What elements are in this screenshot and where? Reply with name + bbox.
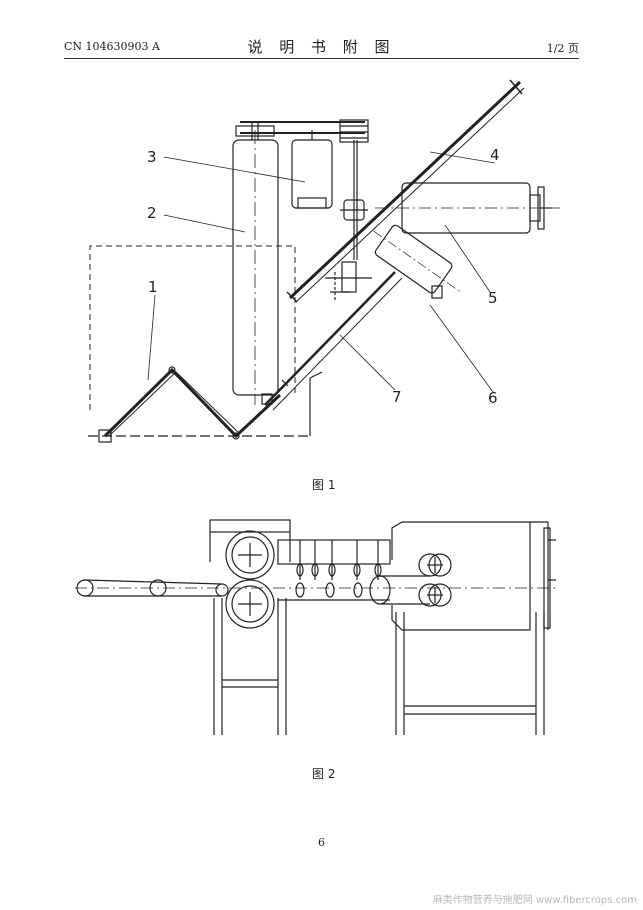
label-2: 2 <box>147 204 157 222</box>
part-6-tilted-cylinder <box>373 224 460 294</box>
label-3: 3 <box>147 148 157 166</box>
upper-roller <box>225 530 275 580</box>
part-4-diagonal-rail <box>286 79 525 303</box>
conveyor-belt <box>75 579 555 597</box>
left-stand <box>213 598 287 735</box>
patent-number: CN 104630903 A <box>64 40 160 53</box>
figure-1-drawing: 3 2 1 4 5 6 7 <box>88 79 560 443</box>
part-7-chute <box>261 271 403 411</box>
label-6: 6 <box>488 389 498 407</box>
figure-2-caption: 图 2 <box>312 767 336 781</box>
label-5: 5 <box>488 289 498 307</box>
part-3-motor <box>291 119 369 260</box>
figure-2-drawing <box>75 519 556 735</box>
label-1: 1 <box>148 278 158 296</box>
label-4: 4 <box>490 146 500 164</box>
part-2-column <box>232 121 365 405</box>
lower-roller <box>225 579 275 629</box>
page-number: 6 <box>318 836 325 849</box>
right-housing <box>391 521 556 631</box>
comb-section <box>277 539 391 601</box>
page-indicator: 1/2 页 <box>546 42 579 55</box>
label-7: 7 <box>392 388 402 406</box>
right-rollers <box>369 553 452 607</box>
site-watermark: 麻类作物营养与施肥网 www.fibercrops.com <box>432 895 637 906</box>
page-header: CN 104630903 A 说 明 书 附 图 1/2 页 <box>64 36 579 59</box>
part-1-linkage <box>98 366 282 443</box>
document-section-title: 说 明 书 附 图 <box>247 38 396 56</box>
right-stand <box>395 612 545 735</box>
part-5-drum <box>375 182 560 234</box>
figure-1-caption: 图 1 <box>312 478 336 492</box>
